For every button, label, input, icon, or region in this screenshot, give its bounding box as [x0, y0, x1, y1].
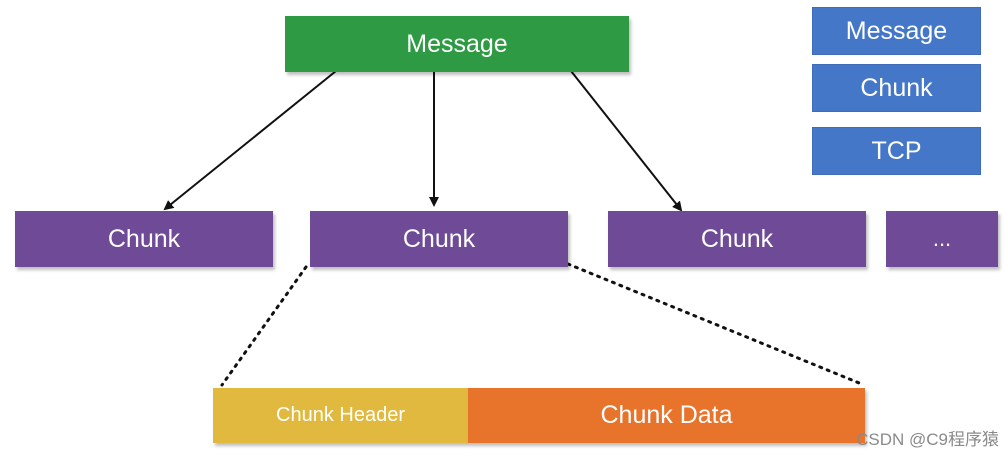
message-box: Message [285, 16, 629, 72]
arrow-to-chunk-1 [163, 70, 337, 211]
legend-chunk-layer: Chunk [812, 64, 981, 112]
legend-message-layer: Message [812, 7, 981, 55]
chunk-label: Chunk [700, 224, 774, 253]
chunk-ellipsis-label: ... [932, 226, 952, 251]
zoom-line-right [566, 262, 866, 387]
chunk-label: Chunk [107, 224, 181, 253]
message-label: Message [406, 29, 508, 58]
zoom-line-left [220, 265, 308, 387]
watermark-text: CSDN @C9程序猿 [856, 430, 999, 449]
chunk-header-label: Chunk Header [276, 404, 405, 426]
legend-tcp-label: TCP [871, 136, 922, 165]
chunk-data-box: Chunk Data [468, 388, 865, 443]
legend-chunk-label: Chunk [860, 73, 933, 102]
chunk-box: Chunk [15, 211, 273, 267]
chunk-header-box: Chunk Header [213, 388, 468, 443]
chunk-box: Chunk [310, 211, 568, 267]
chunk-box: Chunk [608, 211, 866, 267]
chunk-data-label: Chunk Data [600, 401, 733, 429]
legend-message-label: Message [845, 16, 948, 45]
chunk-label: Chunk [402, 224, 476, 253]
arrow-to-chunk-3 [570, 70, 683, 212]
chunk-ellipsis-box: ... [886, 211, 998, 267]
legend-tcp-layer: TCP [812, 127, 981, 175]
